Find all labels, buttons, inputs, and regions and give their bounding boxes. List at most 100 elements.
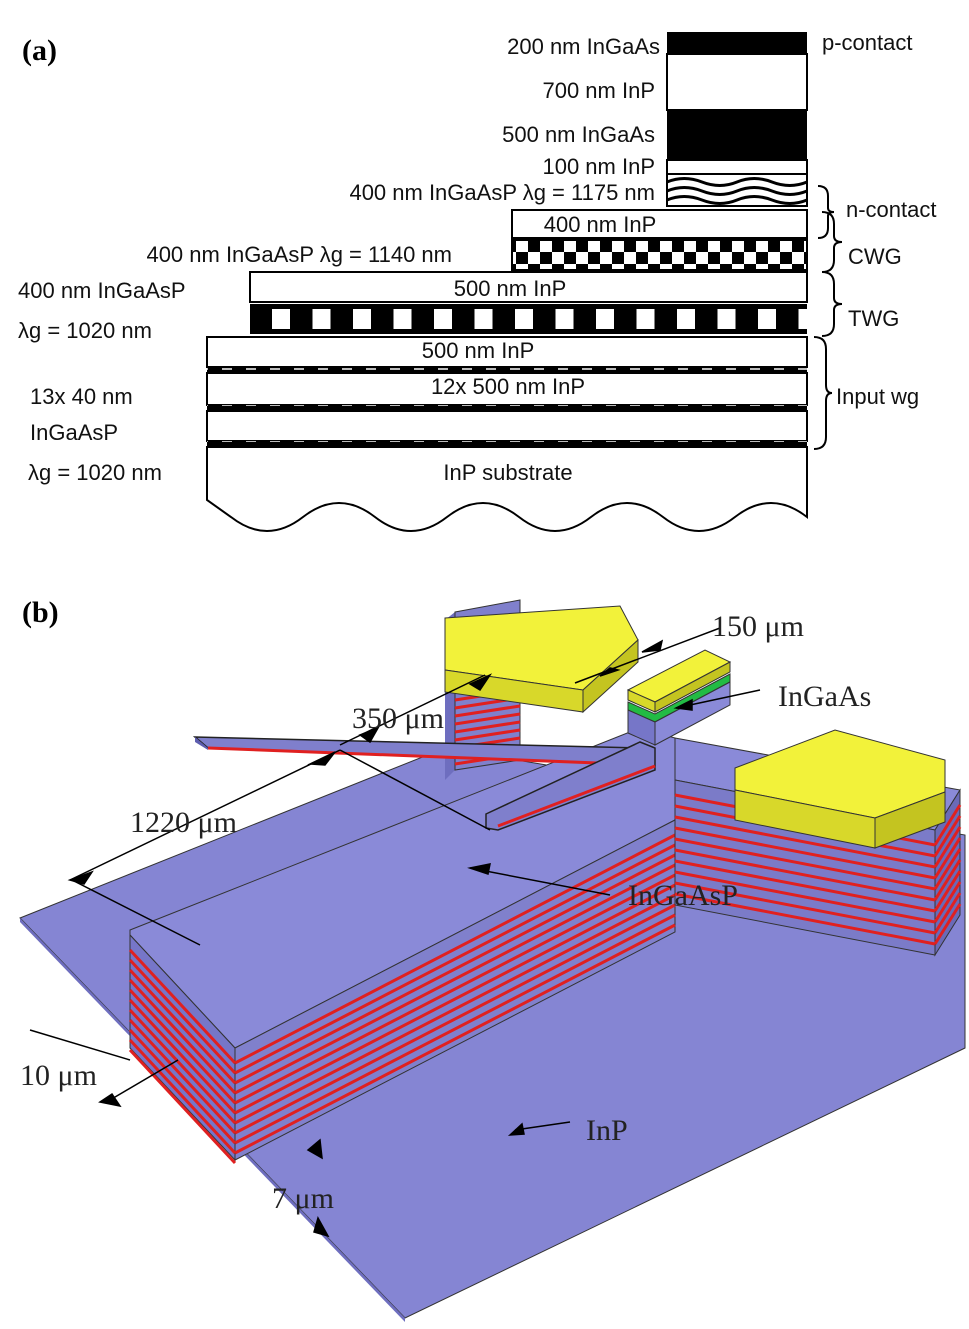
ingaasp-stripe bbox=[128, 1018, 237, 1135]
ingaasp-stripe bbox=[933, 870, 962, 912]
thin-ingaasp-3 bbox=[207, 441, 807, 447]
ingaasp-stripe bbox=[128, 1008, 237, 1125]
twg-grating-square bbox=[272, 309, 290, 329]
panel-a: (a) bbox=[18, 30, 937, 532]
twg-grating-square bbox=[434, 309, 452, 329]
ingaasp-stripe bbox=[454, 728, 521, 742]
layer-400nm-inp bbox=[511, 209, 808, 239]
ingaasp-stripe bbox=[128, 998, 237, 1115]
left-block-front bbox=[128, 819, 676, 1165]
label-ingaasp: InGaAsP bbox=[30, 420, 118, 445]
label-500nm-inp-twg: 500 nm InP bbox=[454, 276, 567, 301]
ingaasp-stripe bbox=[674, 859, 936, 913]
ingaasp-stripe bbox=[128, 988, 237, 1105]
ingaasp-stripe bbox=[454, 712, 521, 726]
ingaasp-stripe bbox=[454, 704, 521, 718]
ingaasp-stripe bbox=[933, 837, 962, 879]
ingaasp-stripe bbox=[234, 843, 676, 1075]
contact-pad-right bbox=[734, 729, 946, 849]
contact-pad-center bbox=[626, 649, 732, 746]
material-ingaas: InGaAs bbox=[778, 680, 871, 713]
ingaasp-stripe bbox=[128, 978, 237, 1095]
ingaasp-stripe bbox=[234, 893, 676, 1125]
ingaasp-stripe bbox=[674, 826, 936, 880]
thin-ingaasp-2 bbox=[207, 405, 807, 411]
layer-100nm-inp bbox=[666, 159, 808, 175]
label-400nm-inp: 400 nm InP bbox=[544, 212, 657, 237]
label-400nm-ingaasp: 400 nm InGaAsP bbox=[18, 278, 186, 303]
ingaasp-stripe bbox=[234, 923, 676, 1155]
ingaasp-stripe bbox=[234, 873, 676, 1105]
label-500nm-inp-input: 500 nm InP bbox=[422, 338, 535, 363]
panel-b-tag: (b) bbox=[22, 596, 59, 629]
label-500nm-ingaas: 500 nm InGaAs bbox=[502, 122, 655, 147]
ingaasp-stripe bbox=[234, 833, 676, 1065]
contact-pad-left bbox=[444, 605, 639, 714]
twg-grating-square bbox=[596, 309, 614, 329]
twg-grating-square bbox=[798, 309, 817, 329]
ingaasp-stripe bbox=[454, 720, 521, 734]
layer-inp-substrate bbox=[206, 446, 808, 532]
ingaasp-stripe bbox=[234, 903, 676, 1135]
bracket-cwg bbox=[821, 211, 843, 273]
label-200nm-ingaas: 200 nm InGaAs bbox=[507, 34, 660, 59]
label-lambda-1020: λg = 1020 nm bbox=[18, 318, 152, 343]
ingaasp-stripe bbox=[674, 837, 936, 891]
dim-350um: 350 μm bbox=[352, 702, 444, 735]
twg-grating-square bbox=[353, 309, 371, 329]
ingaasp-stripe bbox=[933, 815, 962, 857]
ingaasp-stripe bbox=[234, 883, 676, 1115]
ingaasp-stripe bbox=[933, 892, 962, 934]
ingaasp-stripe bbox=[674, 815, 936, 869]
layer-700nm-inp bbox=[666, 53, 808, 111]
twg-grating-square bbox=[515, 309, 533, 329]
label-lambda-1020-b: λg = 1020 nm bbox=[28, 460, 162, 485]
dim-1220um: 1220 μm bbox=[130, 806, 237, 839]
label-700nm-inp: 700 nm InP bbox=[542, 78, 655, 103]
ingaasp-stripe bbox=[933, 881, 962, 923]
ingaasp-stripe bbox=[128, 958, 237, 1075]
layer-inp-inner bbox=[206, 410, 808, 442]
layer-200nm-ingaas bbox=[667, 32, 807, 54]
ingaasp-stripe bbox=[234, 863, 676, 1095]
ingaasp-stripe bbox=[933, 826, 962, 868]
twg-grating-square bbox=[555, 309, 574, 329]
panel-a-tag: (a) bbox=[22, 34, 57, 67]
dim-10um: 10 μm bbox=[20, 1059, 97, 1092]
ingaasp-stripe bbox=[128, 1028, 237, 1145]
bracket-n-contact bbox=[817, 185, 835, 239]
label-100nm-inp: 100 nm InP bbox=[542, 154, 655, 179]
ingaasp-stripe bbox=[674, 870, 936, 924]
label-p-contact: p-contact bbox=[822, 30, 913, 55]
material-inp: InP bbox=[586, 1114, 628, 1147]
ingaasp-stripe bbox=[128, 1048, 237, 1165]
thin-ingaasp-1 bbox=[207, 367, 807, 373]
layer-400nm-ingaasp-1175 bbox=[666, 173, 808, 207]
label-twg: TWG bbox=[848, 306, 899, 331]
label-n-contact: n-contact bbox=[846, 197, 937, 222]
layer-500nm-inp-twg bbox=[249, 271, 808, 303]
ingaasp-stripe bbox=[674, 881, 936, 935]
label-400nm-ingaasp-1140: 400 nm InGaAsP λg = 1140 nm bbox=[146, 242, 452, 267]
ingaasp-stripe bbox=[674, 892, 936, 946]
twg-grating-square bbox=[717, 309, 736, 329]
ingaasp-stripe bbox=[933, 804, 962, 846]
twg-grating-square bbox=[393, 309, 412, 329]
label-input-wg: Input wg bbox=[836, 384, 919, 409]
material-ingaasp: InGaAsP bbox=[628, 879, 738, 912]
ingaasp-stripe bbox=[674, 848, 936, 902]
ingaasp-stripe bbox=[128, 968, 237, 1085]
bracket-twg bbox=[821, 271, 843, 337]
dimension-lines bbox=[29, 627, 761, 1238]
twg-grating-square bbox=[636, 309, 655, 329]
ingaasp-stripe bbox=[234, 913, 676, 1145]
ingaasp-stripe bbox=[128, 1038, 237, 1155]
ingaasp-stripe bbox=[933, 903, 962, 945]
ingaasp-stripe bbox=[933, 859, 962, 901]
ingaasp-stripe bbox=[933, 848, 962, 890]
label-13x40nm: 13x 40 nm bbox=[30, 384, 133, 409]
label-inp-substrate: InP substrate bbox=[443, 460, 572, 485]
bracket-input-wg bbox=[813, 336, 833, 450]
layer-400nm-ingaasp-twg bbox=[250, 304, 817, 334]
